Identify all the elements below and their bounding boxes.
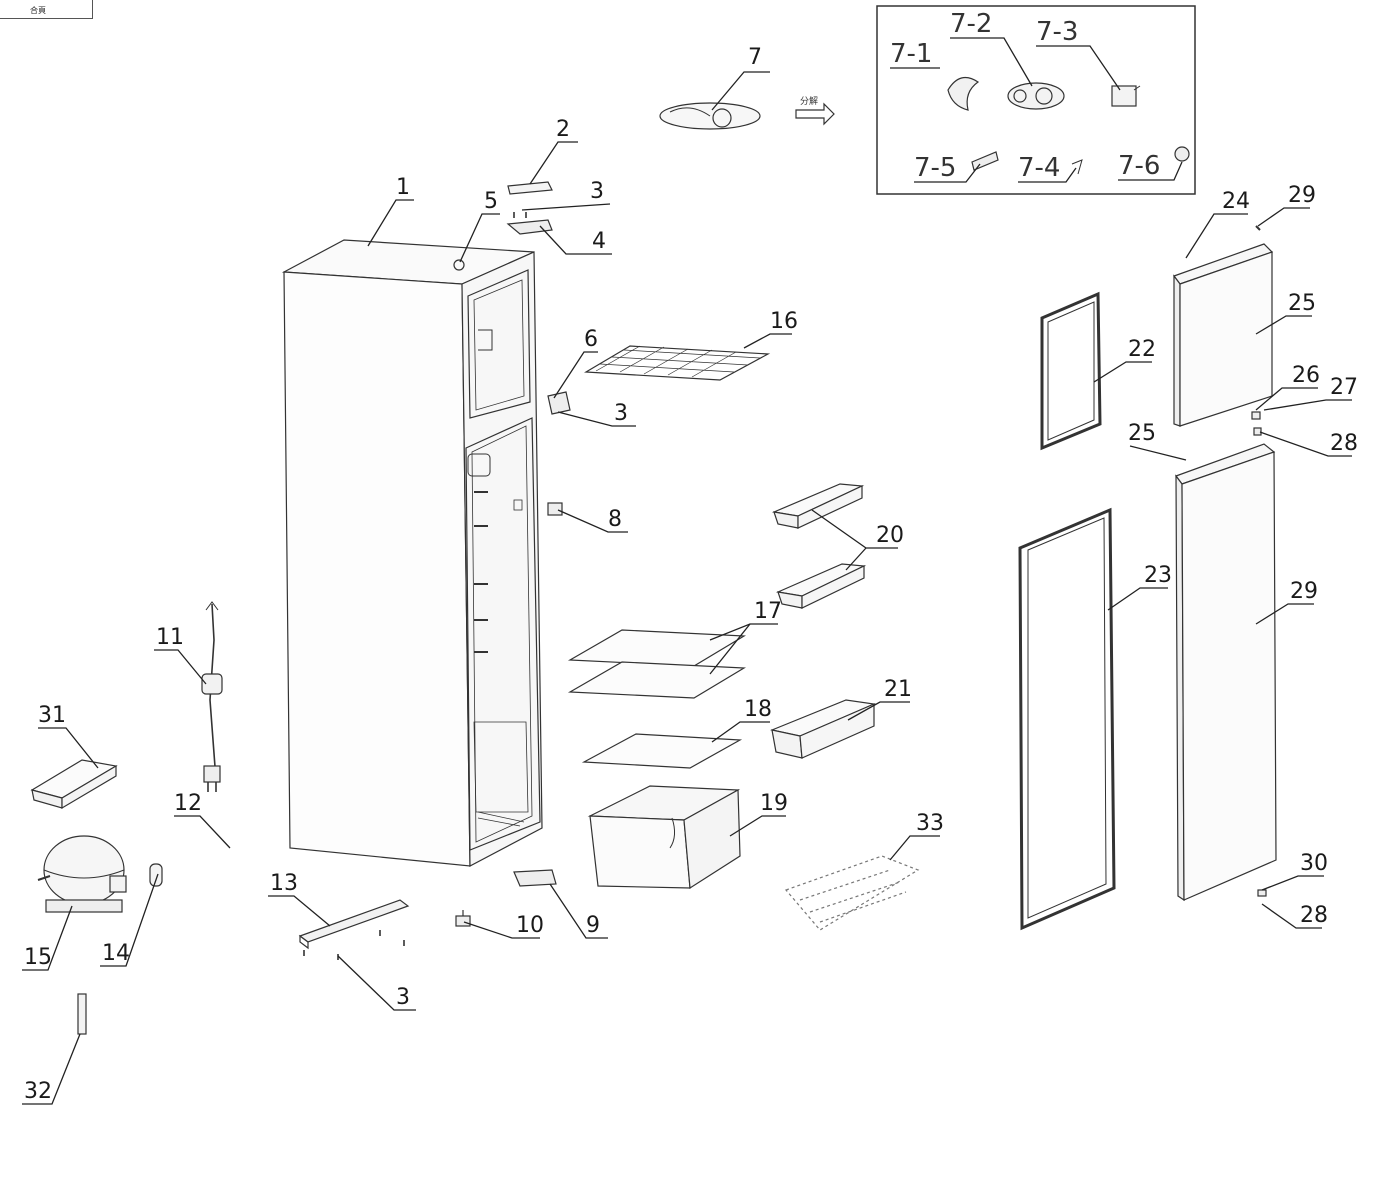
callout-label: 11 <box>156 625 184 650</box>
callout-label: 12 <box>174 791 202 816</box>
top-hinge-part <box>506 212 553 235</box>
callout-label: 9 <box>586 913 600 938</box>
inset-label: 7-1 <box>890 39 932 69</box>
door-bin-middle-part <box>775 563 867 609</box>
middle-hinge-part <box>547 391 571 415</box>
callout-label: 29 <box>1290 579 1318 604</box>
callout-label: 16 <box>770 309 798 334</box>
refrigerator-cabinet <box>281 239 543 867</box>
callout-label: 6 <box>584 327 598 352</box>
bottom-hinge-part <box>513 869 557 887</box>
callout-label: 8 <box>608 507 622 532</box>
callout-label: 28 <box>1300 903 1328 928</box>
crisper-drawer-part <box>587 785 741 890</box>
callout-label: 7 <box>748 45 762 70</box>
inset-label: 7-6 <box>1118 151 1160 181</box>
callout-label: 27 <box>1330 375 1358 400</box>
callout-label: 24 <box>1222 189 1250 214</box>
door-pin-parts <box>1251 225 1267 897</box>
explode-arrow-label: 分解 <box>800 95 818 107</box>
callout-label: 25 <box>1288 291 1316 316</box>
drain-tube-part <box>77 993 87 1035</box>
callout-label: 21 <box>884 677 912 702</box>
callout-label: 25 <box>1128 421 1156 446</box>
egg-tray-part <box>784 855 920 931</box>
callout-label: 32 <box>24 1079 52 1104</box>
glass-shelf-upper <box>567 629 747 667</box>
callout-label: 10 <box>516 913 544 938</box>
top-hinge-cover-part <box>507 181 553 195</box>
callout-label: 5 <box>484 189 498 214</box>
drain-pan-part <box>30 759 118 810</box>
callout-label: 3 <box>590 179 604 204</box>
callout-label: 30 <box>1300 851 1328 876</box>
callout-label: 28 <box>1330 431 1358 456</box>
callout-label: 3 <box>614 401 628 426</box>
callout-label: 2 <box>556 117 570 142</box>
thermostat-control-part <box>659 102 761 130</box>
crisper-cover-part <box>581 733 743 769</box>
power-cord-part <box>201 601 223 792</box>
fridge-door-gasket <box>1018 507 1116 931</box>
freezer-wire-shelf-part <box>584 345 771 381</box>
callout-label: 14 <box>102 941 130 966</box>
callout-label: 31 <box>38 703 66 728</box>
callout-label: 1 <box>396 175 410 200</box>
callout-label: 4 <box>592 229 606 254</box>
callout-label: 33 <box>916 811 944 836</box>
door-bin-lower-part <box>769 699 877 759</box>
freezer-door-part <box>1173 243 1274 427</box>
callout-label: 3 <box>396 985 410 1010</box>
callout-label: 20 <box>876 523 904 548</box>
leveling-foot-part <box>455 910 471 927</box>
callout-label: 13 <box>270 871 298 896</box>
sheet-tab: 合頁 <box>0 0 93 19</box>
callout-label: 23 <box>1144 563 1172 588</box>
callout-label: 19 <box>760 791 788 816</box>
callout-label: 26 <box>1292 363 1320 388</box>
door-bin-upper-part <box>771 483 865 529</box>
fridge-door-part <box>1175 443 1277 902</box>
compressor-part <box>37 835 127 913</box>
callout-label: 18 <box>744 697 772 722</box>
inset-label: 7-2 <box>950 9 992 39</box>
freezer-door-gasket <box>1040 291 1102 451</box>
callout-label: 22 <box>1128 337 1156 362</box>
base-bracket-part <box>298 899 410 960</box>
callout-label: 17 <box>754 599 782 624</box>
glass-shelf-lower <box>567 661 747 699</box>
inset-label: 7-5 <box>914 153 956 183</box>
door-stop-part <box>547 502 563 516</box>
callout-label: 15 <box>24 945 52 970</box>
explode-arrow <box>795 102 835 126</box>
inset-label: 7-4 <box>1018 153 1060 183</box>
callout-label: 29 <box>1288 183 1316 208</box>
inset-label: 7-3 <box>1036 17 1078 47</box>
relay-part <box>149 863 163 887</box>
thermostat-exploded-inset <box>876 5 1196 195</box>
leader-lines <box>22 37 1352 1105</box>
